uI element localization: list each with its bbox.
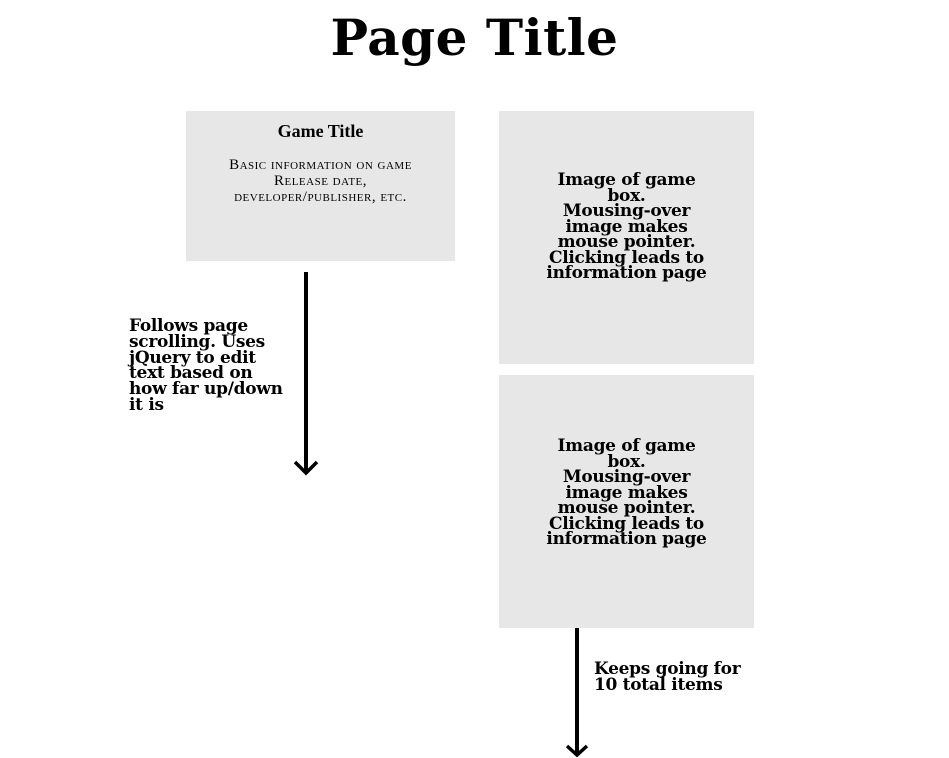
- annotation-line: Follows page: [129, 316, 248, 336]
- caption-line: information page: [546, 263, 707, 283]
- annotation-line: how far up/down: [129, 379, 283, 400]
- annotation-line: scrolling. Uses: [129, 331, 265, 352]
- caption-line: box.: [607, 185, 646, 206]
- caption-line: Image of game: [557, 170, 696, 190]
- scroll-annotation: Follows page scrolling. Uses jQuery to e…: [129, 316, 319, 415]
- release-info-line: Release date, developer/publisher, etc.: [234, 173, 407, 205]
- game-box-image-2[interactable]: Image of game box. Mousing-over image ma…: [499, 375, 754, 628]
- basic-info-line: Basic information on game: [229, 157, 412, 173]
- game-info-text: Basic information on game Release date, …: [206, 157, 435, 205]
- page-title: Page Title: [330, 8, 619, 67]
- caption-line: Mousing-over: [562, 467, 691, 487]
- game-title: Game Title: [277, 121, 364, 141]
- annotation-line: text based on: [129, 363, 253, 384]
- annotation-line: 10 total items: [594, 674, 723, 695]
- caption-line: image makes: [565, 216, 688, 237]
- caption-line: Image of game: [557, 436, 696, 456]
- down-arrow-icon: [293, 272, 319, 476]
- caption-line: mouse pointer.: [557, 498, 696, 518]
- caption-line: box.: [607, 451, 646, 472]
- caption-line: information page: [546, 529, 707, 549]
- caption-line: Mousing-over: [562, 201, 691, 221]
- caption-line: Clicking leads to: [549, 513, 704, 534]
- annotation-line: it is: [129, 394, 164, 415]
- down-arrow-icon: [565, 628, 589, 758]
- caption-line: mouse pointer.: [557, 232, 696, 252]
- game-box-image-1[interactable]: Image of game box. Mousing-over image ma…: [499, 111, 754, 364]
- repeat-annotation: Keeps going for 10 total items: [594, 659, 774, 695]
- annotation-line: Keeps going for: [594, 659, 741, 679]
- caption-line: Clicking leads to: [549, 247, 704, 268]
- annotation-line: jQuery to edit: [129, 347, 256, 368]
- game-info-panel: Game Title Basic information on game Rel…: [186, 111, 455, 261]
- game-box-caption: Image of game box. Mousing-over image ma…: [509, 436, 744, 549]
- game-box-caption: Image of game box. Mousing-over image ma…: [509, 170, 744, 283]
- caption-line: image makes: [565, 482, 688, 503]
